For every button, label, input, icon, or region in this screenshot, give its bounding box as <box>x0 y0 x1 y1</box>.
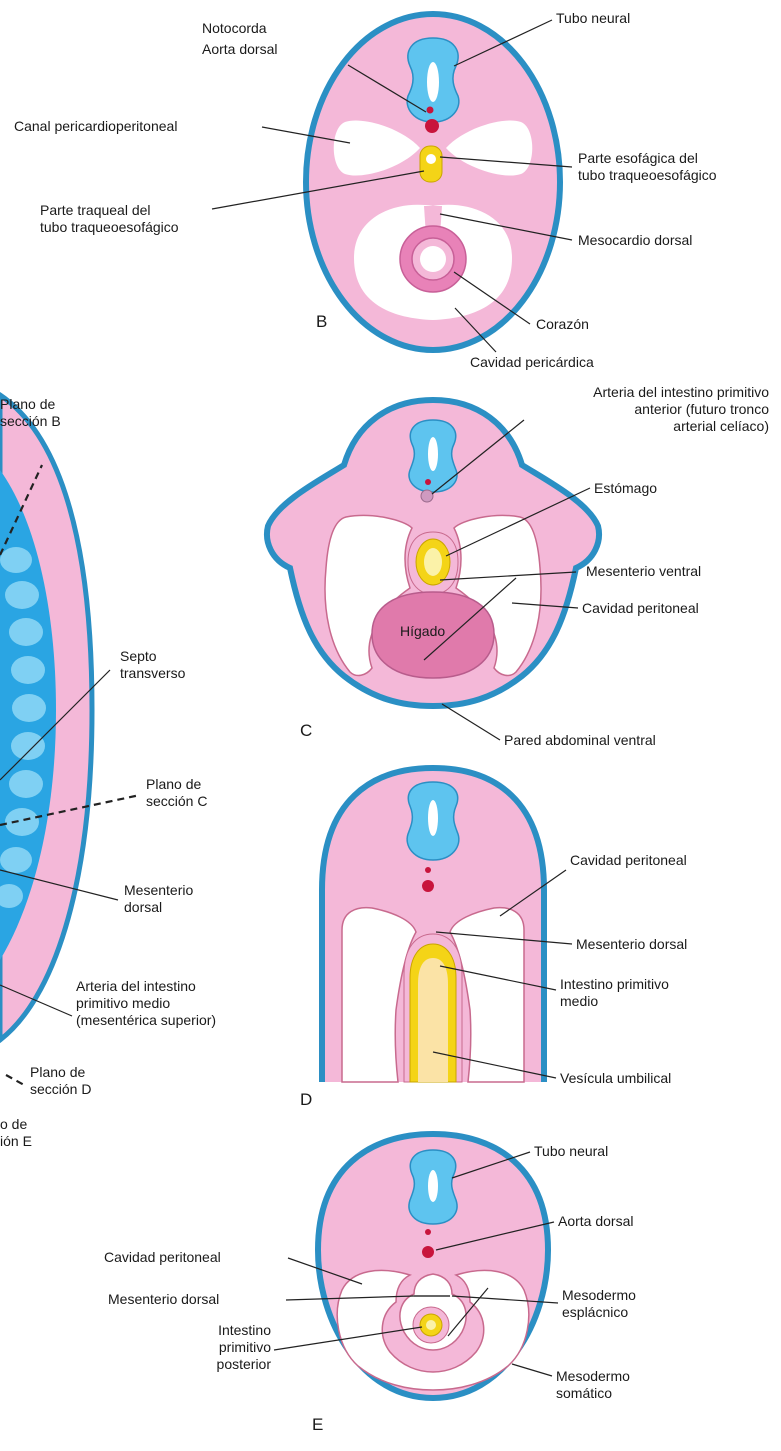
label-tubo-neural-e: Tubo neural <box>534 1143 608 1160</box>
label-cavidad-peritoneal-d: Cavidad peritoneal <box>570 852 687 869</box>
label-vesicula-umbilical: Vesícula umbilical <box>560 1070 671 1087</box>
label-mesenterio-dorsal-left: Mesenterio dorsal <box>124 882 193 916</box>
somite <box>11 732 45 760</box>
leader-mesodermo-somatico <box>512 1364 552 1376</box>
label-canal-pericardioperitoneal: Canal pericardioperitoneal <box>14 118 177 135</box>
label-plano-e: o de ión E <box>0 1116 32 1150</box>
panel-b-neural-canal <box>427 62 439 102</box>
panel-c-aorta-dot <box>425 479 431 485</box>
panel-e-small-artery <box>425 1229 431 1235</box>
label-arteria-intestino-anterior: Arteria del intestino primitivo anterior… <box>593 384 769 435</box>
panel-letter-c: C <box>300 722 312 739</box>
somite <box>0 547 32 573</box>
label-mesocardio-dorsal: Mesocardio dorsal <box>578 232 692 249</box>
panel-d-umbilical-vesicle <box>418 958 448 1082</box>
panel-d-dorsal-aorta <box>422 880 434 892</box>
label-cavidad-peritoneal-c: Cavidad peritoneal <box>582 600 699 617</box>
panel-c-section <box>267 400 599 706</box>
somite <box>9 618 43 646</box>
panel-d-neural-canal <box>428 800 438 836</box>
panel-b-dorsal-aorta <box>425 119 439 133</box>
somite <box>11 656 45 684</box>
label-estomago: Estómago <box>594 480 657 497</box>
label-higado: Hígado <box>400 623 445 640</box>
panel-d-small-artery <box>425 867 431 873</box>
label-mesodermo-esplacnico: Mesodermo esplácnico <box>562 1287 636 1321</box>
somite <box>5 808 39 836</box>
panel-c-foregut-artery <box>421 490 433 502</box>
label-aorta-dorsal-b: Aorta dorsal <box>202 41 277 58</box>
label-tubo-neural-b: Tubo neural <box>556 10 630 27</box>
label-plano-d: Plano de sección D <box>30 1064 91 1098</box>
panel-letter-d: D <box>300 1091 312 1108</box>
label-aorta-dorsal-e: Aorta dorsal <box>558 1213 633 1230</box>
somite <box>0 847 32 873</box>
panel-b-section <box>306 14 560 350</box>
label-notocorda: Notocorda <box>202 20 267 37</box>
panel-e-dorsal-aorta <box>422 1246 434 1258</box>
label-intestino-medio: Intestino primitivo medio <box>560 976 669 1010</box>
panel-c-neural-canal <box>428 437 438 471</box>
panel-b-heart-lumen <box>420 246 446 272</box>
somite <box>5 581 39 609</box>
leader-pared-abdominal <box>442 704 500 740</box>
label-cavidad-peritoneal-e: Cavidad peritoneal <box>104 1249 221 1266</box>
label-mesenterio-dorsal-e: Mesenterio dorsal <box>108 1291 219 1308</box>
label-arteria-intestino-medio: Arteria del intestino primitivo medio (m… <box>76 978 216 1029</box>
label-mesenterio-ventral: Mesenterio ventral <box>586 563 701 580</box>
somite <box>9 770 43 798</box>
label-parte-esofagica: Parte esofágica del tubo traqueoesofágic… <box>578 150 717 184</box>
panel-c-stomach-lumen <box>424 548 442 576</box>
label-intestino-primitivo-posterior: Intestino primitivo posterior <box>217 1322 271 1373</box>
panel-e-section <box>318 1134 548 1398</box>
label-parte-traqueal: Parte traqueal del tubo traqueoesofágico <box>40 202 179 236</box>
label-mesodermo-somatico: Mesodermo somático <box>556 1368 630 1402</box>
panel-b-notochord <box>427 107 434 114</box>
label-pared-abdominal-ventral: Pared abdominal ventral <box>504 732 656 749</box>
label-septo-transverso: Septo transverso <box>120 648 185 682</box>
panel-b-tracheoesophageal-lumen <box>426 154 436 164</box>
panel-d-section <box>322 768 544 1082</box>
panel-letter-b: B <box>316 313 327 330</box>
plane-d-dashed-line <box>6 1075 26 1086</box>
label-cavidad-pericardica: Cavidad pericárdica <box>470 354 594 371</box>
panel-e-hindgut-lumen <box>426 1320 436 1330</box>
label-plano-b: Plano de sección B <box>0 396 61 430</box>
label-mesenterio-dorsal-d: Mesenterio dorsal <box>576 936 687 953</box>
label-plano-c: Plano de sección C <box>146 776 207 810</box>
somite <box>12 694 46 722</box>
panel-letter-e: E <box>312 1416 323 1433</box>
label-corazon: Corazón <box>536 316 589 333</box>
panel-e-neural-canal <box>428 1170 438 1202</box>
